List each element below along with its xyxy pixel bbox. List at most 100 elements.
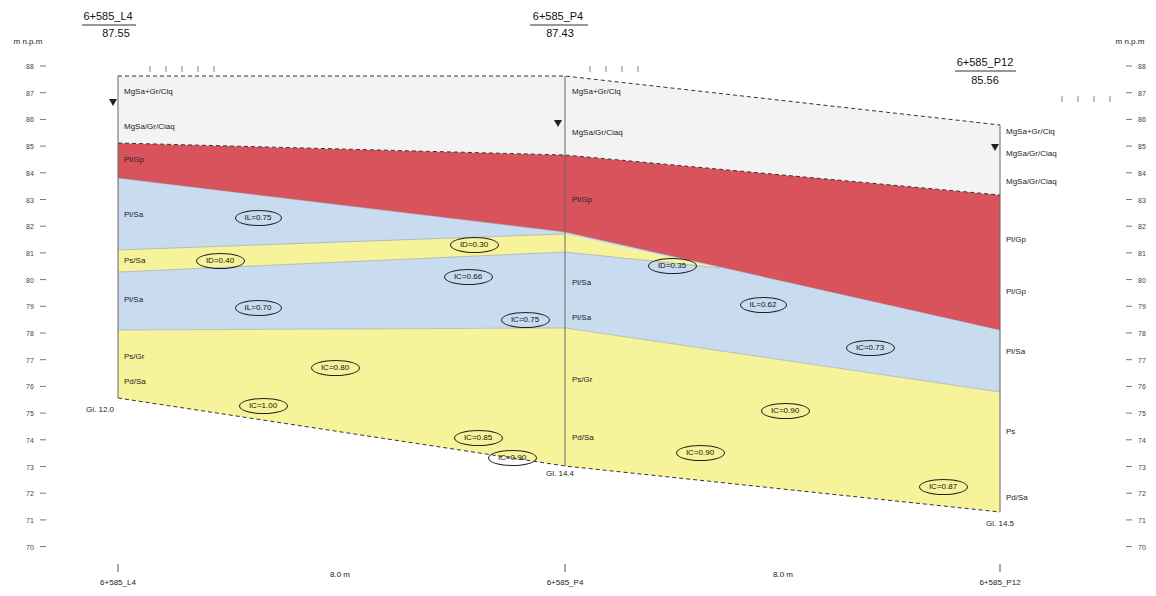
parameter-value: IC=0.80 bbox=[321, 364, 349, 372]
soil-label: Pl/Sa bbox=[124, 296, 143, 304]
elevation-number: 81 bbox=[1138, 249, 1146, 256]
water-table-symbol bbox=[109, 99, 999, 151]
section-header: 6+585_P12 bbox=[957, 57, 1014, 68]
depth-label: Gl. 14.5 bbox=[986, 520, 1014, 528]
soil-label: Pl/Gp bbox=[572, 196, 592, 204]
parameter-ellipse: IC=0.75 bbox=[501, 312, 550, 328]
soil-label: Pd/Sa bbox=[124, 378, 146, 386]
soil-label: MgSa/Gr/Ciaq bbox=[124, 123, 175, 131]
layer-boundaries bbox=[118, 76, 1000, 512]
parameter-ellipse: IL=0.75 bbox=[235, 210, 282, 226]
elevation-number: 80 bbox=[26, 276, 34, 283]
parameter-value: IC=0.66 bbox=[454, 273, 482, 281]
soil-label: Pl/Gp bbox=[1006, 236, 1026, 244]
soil-label: Pl/Gp bbox=[1006, 288, 1026, 296]
depth-label: Gl. 12.0 bbox=[86, 406, 114, 414]
parameter-value: ID=0.35 bbox=[658, 262, 686, 270]
parameter-ellipse: ID=0.35 bbox=[648, 258, 697, 274]
parameter-ellipse: IC=1.00 bbox=[239, 398, 288, 414]
parameter-value: IL=0.70 bbox=[245, 304, 272, 312]
elevation-number: 86 bbox=[26, 116, 34, 123]
elevation-number: 78 bbox=[26, 330, 34, 337]
elevation-number: 70 bbox=[1138, 543, 1146, 550]
soil-label: Pl/Sa bbox=[124, 211, 143, 219]
section-footer: 8.0 m bbox=[773, 571, 793, 579]
elevation-number: 88 bbox=[26, 63, 34, 70]
elevation-number: 79 bbox=[26, 303, 34, 310]
soil-label: Pl/Sa bbox=[572, 279, 591, 287]
elevation-number: 77 bbox=[1138, 356, 1146, 363]
elevation-number: 71 bbox=[26, 516, 34, 523]
section-header: 6+585_P4 bbox=[533, 11, 583, 22]
parameter-value: IC=0.90 bbox=[498, 454, 526, 462]
elevation-number: 85 bbox=[26, 143, 34, 150]
parameter-value: IL=0.62 bbox=[750, 301, 777, 309]
soil-label: MgSa+Gr/Ciq bbox=[1006, 128, 1055, 136]
parameter-value: IC=0.75 bbox=[511, 316, 539, 324]
elevation-number: 75 bbox=[26, 410, 34, 417]
elevation-number: 70 bbox=[26, 543, 34, 550]
soil-label: MgSa/Gr/Ciaq bbox=[1006, 178, 1057, 186]
axis-unit: m n.p.m bbox=[1116, 38, 1145, 46]
elevation-number: 71 bbox=[1138, 516, 1146, 523]
elevation-number: 84 bbox=[1138, 169, 1146, 176]
elevation-number: 85 bbox=[1138, 143, 1146, 150]
parameter-ellipse: IC=0.90 bbox=[761, 403, 810, 419]
elevation-number: 72 bbox=[1138, 490, 1146, 497]
soil-label: Ps bbox=[1006, 428, 1015, 436]
soil-label: Ps/Gr bbox=[124, 353, 144, 361]
elevation-number: 72 bbox=[26, 490, 34, 497]
parameter-value: IC=0.87 bbox=[929, 483, 957, 491]
parameter-value: IC=1.00 bbox=[249, 402, 277, 410]
soil-label: Pl/Sa bbox=[1006, 348, 1025, 356]
parameter-ellipse: ID=0.30 bbox=[450, 237, 499, 253]
elevation-number: 74 bbox=[26, 436, 34, 443]
elevation-number: 83 bbox=[1138, 196, 1146, 203]
elevation-number: 77 bbox=[26, 356, 34, 363]
section-header: 87.55 bbox=[102, 28, 130, 39]
parameter-ellipse: IC=0.73 bbox=[846, 340, 895, 356]
elevation-number: 81 bbox=[26, 249, 34, 256]
parameter-value: IC=0.85 bbox=[464, 434, 492, 442]
section-footer: 6+585_P4 bbox=[547, 579, 584, 587]
elevation-number: 79 bbox=[1138, 303, 1146, 310]
section-footer: 6+585_L4 bbox=[100, 579, 136, 587]
elevation-number: 82 bbox=[26, 223, 34, 230]
soil-label: MgSa/Gr/Ciaq bbox=[1006, 150, 1057, 158]
elevation-number: 78 bbox=[1138, 330, 1146, 337]
soil-label: Pl/Gp bbox=[124, 156, 144, 164]
depth-label: Gl. 14.4 bbox=[546, 470, 574, 478]
elevation-number: 82 bbox=[1138, 223, 1146, 230]
header-underline bbox=[82, 25, 1016, 71]
parameter-ellipse: IC=0.80 bbox=[311, 360, 360, 376]
borehole-lines bbox=[118, 76, 1000, 512]
parameter-ellipse: IC=0.90 bbox=[676, 445, 725, 461]
parameter-value: IC=0.73 bbox=[856, 344, 884, 352]
elevation-number: 73 bbox=[1138, 463, 1146, 470]
elevation-number: 86 bbox=[1138, 116, 1146, 123]
elevation-number: 75 bbox=[1138, 410, 1146, 417]
elevation-number: 88 bbox=[1138, 63, 1146, 70]
elevation-number: 76 bbox=[1138, 383, 1146, 390]
parameter-ellipse: IC=0.90 bbox=[488, 450, 537, 466]
soil-label: Ps/Sa bbox=[124, 257, 145, 265]
soil-label: Ps/Gr bbox=[572, 376, 592, 384]
soil-label: MgSa+Gr/Ciq bbox=[124, 88, 173, 96]
section-footer: 6+585_P12 bbox=[979, 579, 1020, 587]
parameter-value: ID=0.40 bbox=[206, 257, 234, 265]
elevation-number: 84 bbox=[26, 169, 34, 176]
bottom-ticks bbox=[118, 564, 1000, 572]
layer-lines bbox=[118, 178, 1000, 392]
parameter-ellipse: IC=0.87 bbox=[919, 479, 968, 495]
axis-ticks bbox=[40, 66, 1132, 547]
parameter-ellipse: IL=0.62 bbox=[740, 297, 787, 313]
section-footer: 8.0 m bbox=[330, 571, 350, 579]
parameter-value: IC=0.90 bbox=[686, 449, 714, 457]
parameter-ellipse: IC=0.66 bbox=[444, 269, 493, 285]
parameter-value: IL=0.75 bbox=[245, 214, 272, 222]
section-header: 85.56 bbox=[971, 75, 999, 86]
parameter-ellipse: ID=0.40 bbox=[196, 253, 245, 269]
section-header: 6+585_L4 bbox=[83, 11, 132, 22]
sand-layer bbox=[118, 328, 1000, 512]
soil-label: Pd/Sa bbox=[1006, 494, 1028, 502]
